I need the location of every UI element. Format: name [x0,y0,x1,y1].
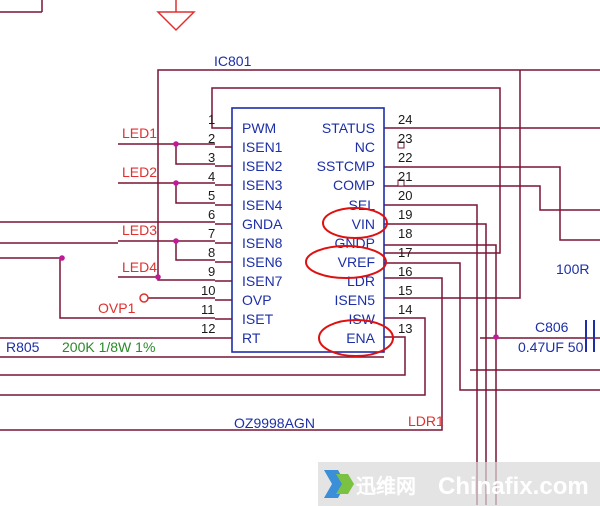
net-label-ovp: OVP1 [98,300,136,316]
pin-num-10: 10 [201,283,215,298]
left-pin-names: PWM ISEN1 ISEN2 ISEN3 ISEN4 GNDA ISEN8 I… [242,120,283,346]
pin-num-24: 24 [398,112,412,127]
watermark-cn: 迅维网 [356,474,416,498]
pin-name-14: ISW [349,311,376,327]
pin-num-16: 16 [398,264,412,279]
capacitor-c806 [585,320,595,352]
net-label-led2: LED2 [122,164,157,180]
net-label-led1: LED1 [122,125,157,141]
pin-name-1: PWM [242,120,276,136]
pin-name-2: ISEN1 [242,139,283,155]
pin-num-8: 8 [208,245,215,260]
pin-num-20: 20 [398,188,412,203]
pin-name-4: ISEN3 [242,177,283,193]
highlight-vin [322,207,388,239]
pin-num-14: 14 [398,302,412,317]
pin-num-5: 5 [208,188,215,203]
c806-value: 0.47UF 50 [518,339,584,355]
ground-symbol [156,0,196,32]
pin-num-4: 4 [208,169,215,184]
pin-num-21: 21 [398,169,412,184]
ic-part-number: OZ9998AGN [234,415,315,431]
pin-name-3: ISEN2 [242,158,283,174]
pin-name-9: ISEN7 [242,273,283,289]
pin-num-12: 12 [201,321,215,336]
pin-name-13: ENA [346,330,375,346]
net-label-led4: LED4 [122,259,157,275]
pin-name-22: SSTCMP [317,158,375,174]
highlight-ena [318,319,394,357]
ic-ref: IC801 [214,53,252,69]
r805-ref: R805 [6,339,40,355]
junctions [59,141,499,340]
pin-num-11: 11 [201,302,215,317]
pin-name-19: VIN [352,216,375,232]
pin-num-6: 6 [208,207,215,222]
ic-body [231,107,385,353]
pin-num-19: 19 [398,207,412,222]
pin-num-2: 2 [208,131,215,146]
pin-name-17: VREF [338,254,375,270]
pin-num-3: 3 [208,150,215,165]
pin-name-8: ISEN6 [242,254,283,270]
c806-ref: C806 [535,319,569,335]
pin-name-21: COMP [333,177,375,193]
pin-name-5: ISEN4 [242,197,283,213]
right-pin-numbers: 24 23 22 21 20 19 18 17 16 15 14 13 [398,112,412,336]
highlight-vref [305,245,387,279]
pin-num-23: 23 [398,131,412,146]
highlight-circles [305,207,394,357]
r805-value: 200K 1/8W 1% [62,339,155,355]
net-label-ldr: LDR1 [408,413,444,429]
pin-stubs [215,127,232,339]
pin-num-15: 15 [398,283,412,298]
pin-name-23: NC [355,139,375,155]
pin-num-22: 22 [398,150,412,165]
pin-num-7: 7 [208,226,215,241]
pin-num-9: 9 [208,264,215,279]
pin-name-7: ISEN8 [242,235,283,251]
pin-name-6: GNDA [242,216,283,232]
right-pin-names: STATUS NC SSTCMP COMP SEL VIN GNDP VREF … [317,120,376,346]
resistor-right-value: 100R [556,261,589,277]
pin-name-12: RT [242,330,261,346]
pin-num-13: 13 [398,321,412,336]
ovp-test-point [139,293,149,303]
net-label-led3: LED3 [122,222,157,238]
pin-name-24: STATUS [322,120,375,136]
pin-name-10: OVP [242,292,272,308]
pin-num-18: 18 [398,226,412,241]
pin-name-15: ISEN5 [335,292,376,308]
pin-num-17: 17 [398,245,412,260]
pin-num-1: 1 [208,112,215,127]
wires [0,69,600,505]
watermark-en: Chinafix.com [438,473,589,500]
watermark-logo-icon [324,470,354,498]
pin-name-11: ISET [242,311,274,327]
watermark: 迅维网 Chinafix.com [318,462,600,506]
left-pin-numbers: 1 2 3 4 5 6 7 8 9 10 11 12 [201,112,215,336]
